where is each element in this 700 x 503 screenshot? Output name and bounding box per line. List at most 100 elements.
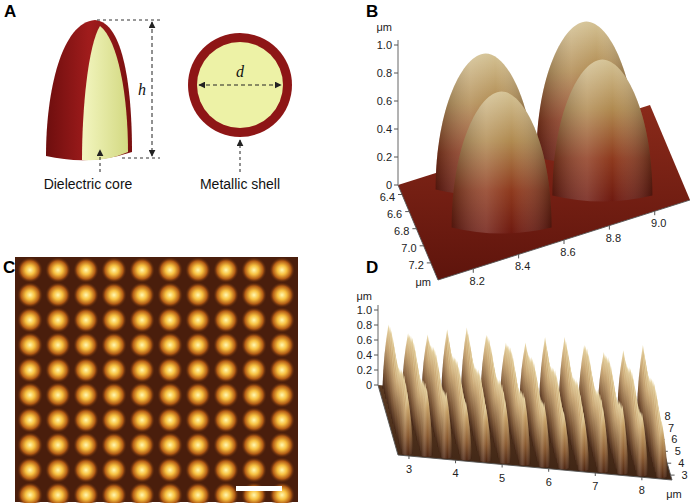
nanostructure-dot <box>213 482 239 503</box>
nanostructure-dot <box>213 332 239 358</box>
nanostructure-dot <box>185 432 211 458</box>
axis-tick <box>374 370 378 371</box>
nanostructure-dot <box>269 382 295 408</box>
axis-tick <box>394 157 398 158</box>
dimension-symbol: h <box>138 81 146 99</box>
axis-tick-label: 7.2 <box>409 259 424 271</box>
nanostructure-dot <box>73 307 99 333</box>
nanostructure-dot <box>129 282 155 308</box>
axis-tick-label: 0.4 <box>357 349 372 361</box>
dimension-arrow <box>199 85 281 86</box>
panel-a-illustration <box>46 20 292 172</box>
panel-b-afm-3d <box>394 22 690 281</box>
axis-tick <box>518 254 519 258</box>
nanostructure-dot <box>241 457 267 483</box>
nanostructure-dot <box>241 257 267 283</box>
nanostructure-dot <box>73 332 99 358</box>
axis-tick <box>548 469 549 472</box>
panel-letter: C <box>3 258 15 278</box>
nanostructure-dot <box>269 407 295 433</box>
bump-shading <box>552 60 652 202</box>
axis-tick-label: 0.2 <box>377 151 392 163</box>
spike-shading <box>440 392 452 459</box>
nanostructure-dot <box>45 382 71 408</box>
axis-tick <box>374 355 378 356</box>
axis-tick-label: 0.6 <box>357 334 372 346</box>
axis-tick <box>405 211 409 212</box>
nanostructure-dot <box>269 432 295 458</box>
nanostructure-spike <box>421 387 433 456</box>
axis-unit: μm <box>376 21 392 33</box>
nanostructure-dot <box>129 307 155 333</box>
nanostructure-dot <box>157 382 183 408</box>
nanostructure-dot <box>101 482 127 503</box>
nanostructure-dot <box>45 482 71 503</box>
core-cross-section <box>197 42 283 128</box>
nanostructure-bump <box>552 60 652 202</box>
nanostructure-dot <box>241 307 267 333</box>
nanostructure-dot <box>45 257 71 283</box>
axis-tick-label: 0.8 <box>357 319 372 331</box>
nanostructure-spike <box>597 407 609 473</box>
bump-shading <box>452 92 552 234</box>
axis-tick-label: 0.8 <box>377 67 392 79</box>
nanostructure-dot <box>101 457 127 483</box>
nanostructure-dot <box>241 407 267 433</box>
nanostructure-dot <box>129 482 155 503</box>
axis-tick-label: 8 <box>639 484 645 496</box>
nanostructure-dot <box>45 357 71 383</box>
axis-tick-label: 0.2 <box>357 364 372 376</box>
nanostructure-spike <box>440 392 452 459</box>
panel-c-afm-topview <box>15 257 298 503</box>
nanostructure-dot <box>17 282 43 308</box>
nanostructure-dot <box>73 357 99 383</box>
nanostructure-dot <box>185 332 211 358</box>
nanostructure-dot <box>269 332 295 358</box>
axis-tick <box>408 456 409 459</box>
axis-line <box>378 305 379 385</box>
nanostructure-spike <box>519 396 531 465</box>
axis-tick <box>394 129 398 130</box>
dimension-arrow <box>152 22 153 156</box>
axis-tick <box>654 211 655 215</box>
nanostructure-dot <box>185 282 211 308</box>
nanostructure-dot <box>185 307 211 333</box>
axis-tick-label: 6.4 <box>380 191 395 203</box>
nanostructure-dot <box>241 482 267 503</box>
spike-shading <box>656 420 668 478</box>
nanostructure-dot <box>241 432 267 458</box>
nanostructure-dot <box>241 282 267 308</box>
axis-tick <box>394 45 398 46</box>
nanostructure-dot <box>17 382 43 408</box>
nanostructure-dot <box>185 482 211 503</box>
axis-unit: μm <box>356 290 372 302</box>
nanostructure-dot <box>157 457 183 483</box>
nanostructure-dot <box>129 457 155 483</box>
nanostructure-dot <box>101 307 127 333</box>
nanostructure-dot <box>73 457 99 483</box>
spike-shading <box>616 405 628 474</box>
nanostructure-dot <box>157 432 183 458</box>
nanostructure-dot <box>213 432 239 458</box>
dimension-guide <box>122 158 160 159</box>
nanostructure-dot <box>157 332 183 358</box>
nanostructure-dot <box>129 357 155 383</box>
nanostructure-dot <box>213 457 239 483</box>
nanostructure-dot <box>129 382 155 408</box>
scale-bar <box>236 486 282 491</box>
nanostructure-spike <box>499 399 511 464</box>
axis-tick-label: 8 <box>665 410 671 422</box>
axis-tick <box>502 465 503 468</box>
nanostructure-dot <box>185 357 211 383</box>
nanostructure-dot <box>213 357 239 383</box>
nanostructure-dot <box>185 407 211 433</box>
dimension-symbol: d <box>236 63 244 81</box>
pointer-arrow <box>100 150 101 172</box>
nanostructure-dot <box>241 357 267 383</box>
nanostructure-spike <box>558 411 570 470</box>
nanostructure-dot <box>101 407 127 433</box>
shell-cross-section <box>188 33 292 137</box>
spike-shading <box>519 396 531 465</box>
spike-shading <box>597 407 609 473</box>
